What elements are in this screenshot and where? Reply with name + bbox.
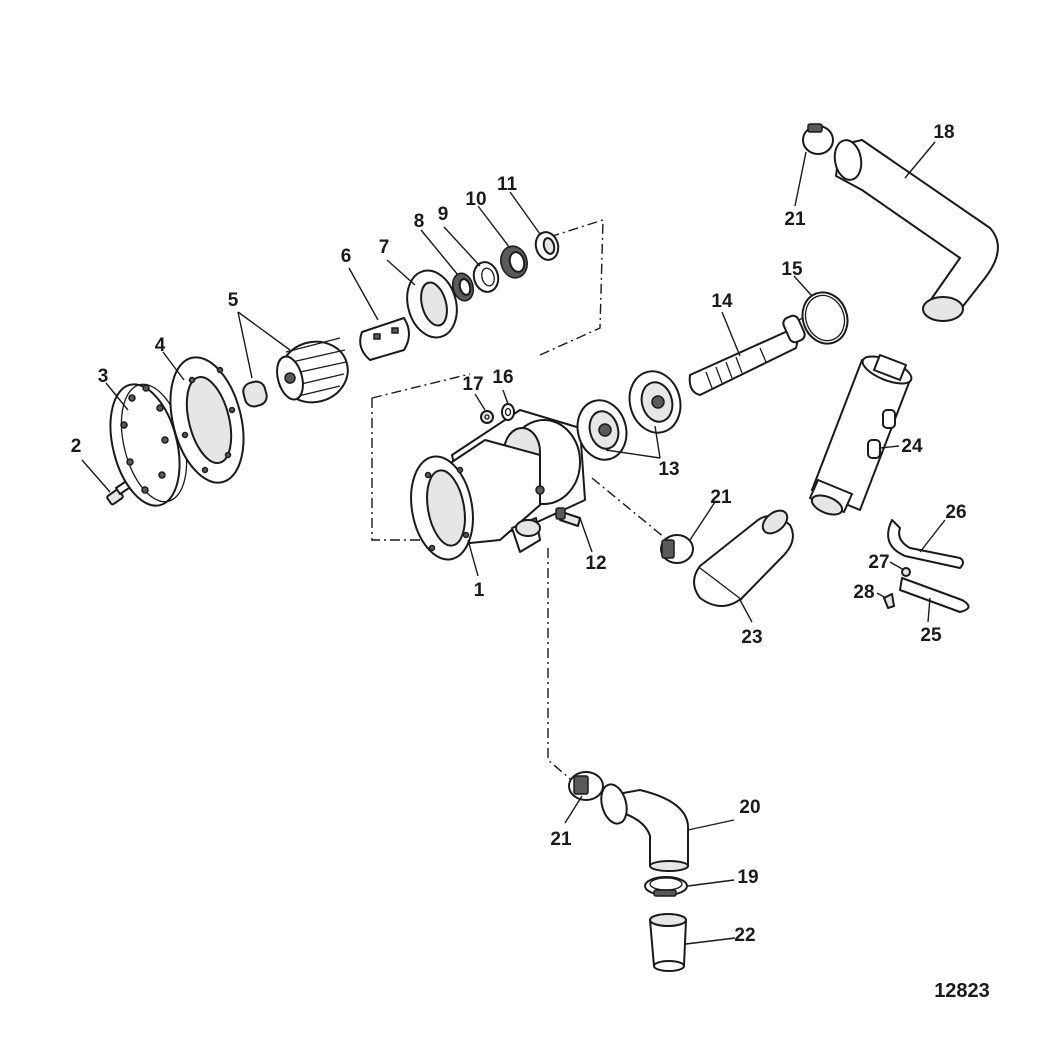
part-26-strap	[887, 519, 964, 569]
part-14-shaft	[688, 314, 806, 396]
part-6-wear-plate	[359, 317, 410, 361]
part-17-nut	[480, 410, 494, 424]
callout-19: 19	[737, 867, 758, 888]
callout-6: 6	[341, 246, 352, 267]
part-21-clamp-bottom	[568, 771, 604, 801]
part-16-washer	[501, 403, 515, 421]
part-21-clamp-middle	[660, 534, 694, 564]
part-21-clamp-top	[802, 123, 834, 155]
part-1-pump-housing	[410, 409, 586, 561]
part-12-screw	[555, 507, 581, 527]
callout-7: 7	[379, 237, 390, 258]
callout-2: 2	[71, 436, 82, 457]
callout-16: 16	[492, 367, 513, 388]
callout-24: 24	[901, 436, 923, 457]
callout-18: 18	[933, 122, 954, 143]
part-23-elbow-hose	[693, 509, 794, 607]
callout-26: 26	[945, 502, 966, 523]
callout-13: 13	[658, 459, 679, 480]
part-11-washer	[534, 231, 560, 261]
callout-21-top: 21	[784, 209, 806, 230]
part-9-washer	[472, 261, 500, 293]
assembly-dash-box	[371, 219, 604, 399]
assembly-dash-upper	[371, 398, 425, 541]
callout-3: 3	[98, 366, 109, 387]
callout-14: 14	[711, 291, 733, 312]
callout-4: 4	[155, 335, 166, 356]
part-3-cover-plate	[109, 383, 188, 507]
callout-21-bottom: 21	[550, 829, 572, 850]
callout-12: 12	[585, 553, 606, 574]
callout-20: 20	[739, 797, 760, 818]
leader-lines	[81, 141, 946, 945]
callout-17: 17	[462, 374, 483, 395]
assembly-dash-lower	[547, 548, 576, 784]
part-24-muffler	[809, 354, 913, 516]
part-28-screw	[883, 593, 895, 609]
callouts: 2 3 4 5 6 7 8 9 10 11 17 16 1 12 13 14 1…	[71, 122, 967, 946]
part-4-gasket	[169, 356, 245, 484]
callout-11: 11	[497, 174, 518, 195]
part-20-elbow-hose	[600, 783, 690, 872]
part-25-strap	[899, 577, 970, 613]
callout-23: 23	[741, 627, 762, 648]
callout-1: 1	[474, 580, 485, 601]
part-8-seal	[451, 272, 475, 302]
callout-15: 15	[781, 259, 803, 280]
part-13-bearings	[576, 370, 682, 461]
part-10-seal	[500, 245, 528, 279]
callout-25: 25	[920, 625, 942, 646]
part-18-elbow-hose	[833, 139, 999, 322]
callout-5: 5	[228, 290, 239, 311]
part-7-ring	[406, 269, 458, 339]
callout-21-middle: 21	[710, 487, 732, 508]
callout-22: 22	[734, 925, 755, 946]
assembly-dash-right	[591, 477, 666, 539]
callout-10: 10	[465, 189, 486, 210]
part-19-clamp	[644, 876, 688, 897]
part-5-impeller	[242, 337, 349, 408]
callout-9: 9	[438, 204, 449, 225]
part-15-o-ring	[801, 291, 849, 345]
figure-number: 12823	[934, 980, 990, 1002]
part-22-fitting	[649, 913, 687, 972]
callout-27: 27	[868, 552, 889, 573]
callout-8: 8	[414, 211, 425, 232]
callout-28: 28	[853, 582, 874, 603]
